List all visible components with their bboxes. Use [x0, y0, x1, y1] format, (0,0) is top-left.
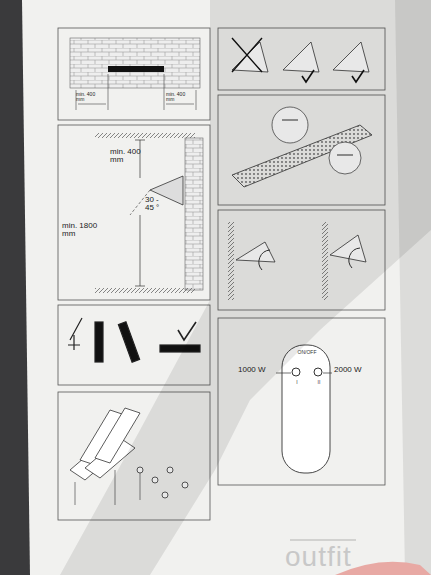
button-label: ON/OFF — [295, 350, 319, 355]
power-label: 1000 W — [238, 366, 278, 374]
dimension-label: min. 400 mm — [110, 148, 150, 165]
power-label: 2000 W — [334, 366, 374, 374]
dimension-label: min. 1800 mm — [62, 222, 108, 239]
brand-watermark: outfit — [285, 542, 352, 571]
button-label: II — [314, 380, 324, 385]
angle-label: 30 - 45 ° — [145, 196, 165, 213]
dimension-label: min. 400 mm — [166, 92, 194, 103]
button-label: I — [293, 380, 301, 385]
dimension-label: min. 400 mm — [76, 92, 104, 103]
